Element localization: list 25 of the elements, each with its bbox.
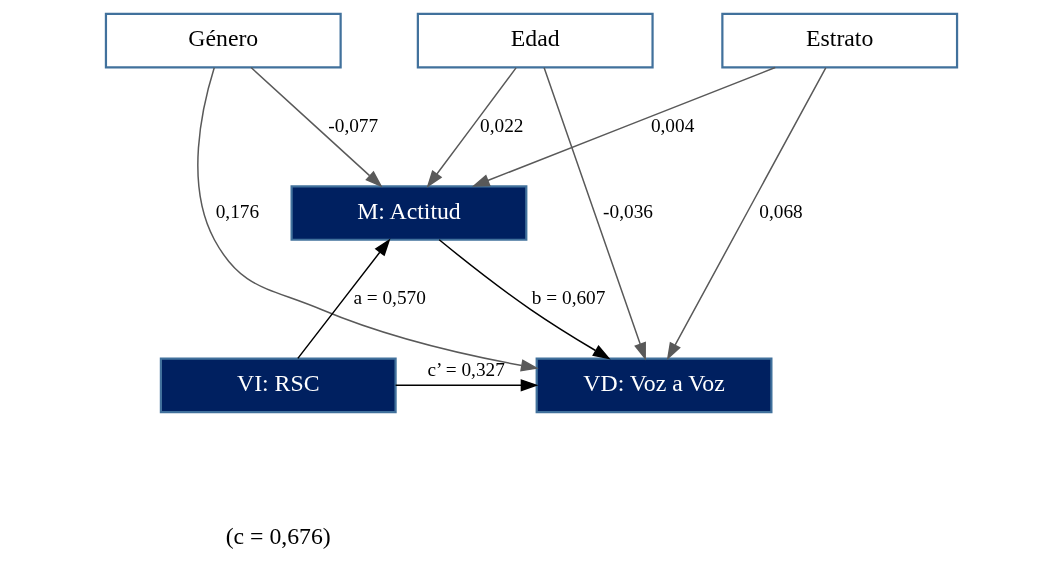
arrow: [543, 67, 646, 361]
arrow: [394, 379, 539, 392]
edge-label: 0,022: [480, 114, 524, 136]
edge-label: b = 0,607: [531, 287, 606, 309]
label: (c = 0,676): [225, 522, 331, 549]
node-box: Género: [104, 12, 342, 69]
arrow: [426, 67, 517, 188]
node-box: VI: RSC: [159, 357, 397, 414]
edge-label: a = 0,570: [353, 287, 426, 309]
edge-label: 0,176: [215, 201, 260, 223]
node-box: Estrato: [721, 12, 959, 69]
arrow: [666, 67, 827, 361]
arrow: [250, 66, 383, 188]
edge-label: -0,077: [328, 114, 379, 136]
node-box: VD: Voz a Voz: [535, 357, 773, 414]
arrow: [297, 238, 391, 360]
edge-label: 0,004: [650, 114, 695, 136]
edge-label: c’ = 0,327: [427, 358, 505, 380]
node-box: Edad: [416, 12, 654, 69]
edge-label: 0,068: [759, 201, 803, 223]
arrow: [197, 67, 539, 372]
arrow: [438, 239, 611, 360]
edge-label: -0,036: [603, 201, 653, 223]
arrow: [471, 66, 776, 187]
node-box: M: Actitud: [290, 185, 528, 241]
